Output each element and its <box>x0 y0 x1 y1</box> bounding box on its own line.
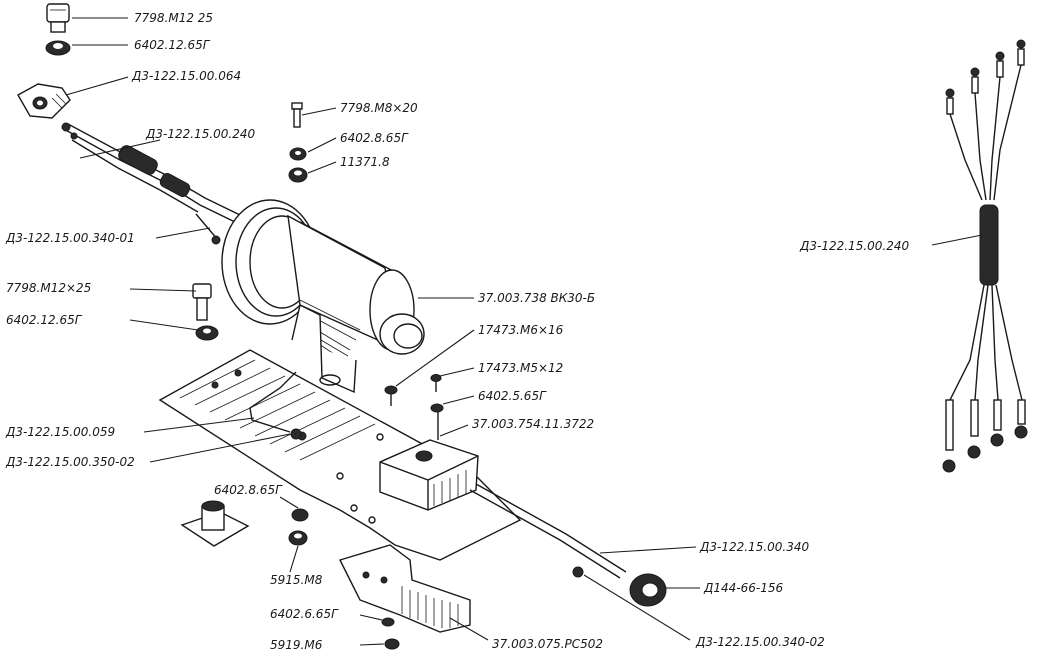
label-nut-11371-8: 11371.8 <box>340 155 390 169</box>
label-regulator-rc502: 37.003.075.РС502 <box>492 637 603 651</box>
wire-340-drawing <box>469 483 627 579</box>
mounting-sleeve <box>180 500 250 547</box>
label-rectifier: 37.003.738 ВК30-Б <box>478 291 595 305</box>
grommet-d144 <box>629 573 667 607</box>
label-washer-6-65: 6402.6.65Г <box>270 607 339 621</box>
label-bolt-m8x20: 7798.M8×20 <box>340 101 418 115</box>
leader-lines <box>65 17 983 646</box>
label-wire-340: Д3-122.15.00.340 <box>699 540 809 554</box>
washer-6-65 <box>381 617 395 627</box>
nut-5919-m6 <box>384 638 400 650</box>
label-bracket-059: Д3-122.15.00.059 <box>5 425 115 439</box>
label-washer-8-65: 6402.8.65Г <box>340 131 409 145</box>
label-harness-240-right: Д3-122.15.00.240 <box>799 239 909 253</box>
label-nut-5915-m8: 5915.M8 <box>270 573 323 587</box>
label-harness-240-left: Д3-122.15.00.240 <box>145 127 255 141</box>
clamp-064 <box>17 83 71 119</box>
label-harness-340-01: Д3-122.15.00.340-01 <box>5 231 135 245</box>
harness-240-right-drawing <box>942 39 1028 473</box>
bolt-m12-top <box>46 3 70 33</box>
washer-5-65 <box>430 403 444 413</box>
label-clamp-064: Д3-122.15.00.064 <box>131 69 241 83</box>
label-screw-m5x12: 17473.M5×12 <box>478 361 563 375</box>
nut-11371-8 <box>288 167 308 183</box>
washer-12-mid <box>195 325 219 341</box>
label-screw-m6x16: 17473.M6×16 <box>478 323 564 337</box>
washer-8-65 <box>289 147 307 161</box>
washer-12-top <box>45 40 71 56</box>
label-washer-12-top: 6402.12.65Г <box>134 38 211 52</box>
regulator-rc502 <box>339 544 471 633</box>
screw-m6x16 <box>384 385 398 406</box>
screw-m5x12 <box>430 374 442 392</box>
label-washer-12-mid: 6402.12.65Г <box>6 313 83 327</box>
harness-240-left-drawing <box>61 122 241 245</box>
bolt-m12x25 <box>192 283 212 321</box>
label-wire-340-02: Д3-122.15.00.340-02 <box>695 635 825 649</box>
part-labels: 7798.M12 25 6402.12.65Г Д3-122.15.00.064… <box>5 11 909 652</box>
nut-5915-m8 <box>288 530 308 546</box>
label-washer-8-bottom: 6402.8.65Г <box>214 483 283 497</box>
label-bolt-m12x25: 7798.M12×25 <box>6 281 91 295</box>
label-washer-5-65: 6402.5.65Г <box>478 389 547 403</box>
label-nut-5919-m6: 5919.M6 <box>270 638 323 652</box>
resistor-block <box>379 410 479 511</box>
bolt-m8x20 <box>291 102 303 128</box>
label-grommet-d144: Д144-66-156 <box>703 581 783 595</box>
label-resistor-3722: 37.003.754.11.3722 <box>472 417 594 431</box>
generator-body <box>221 199 425 394</box>
label-bolt-m12-25: 7798.M12 25 <box>134 11 213 25</box>
washer-8-bottom <box>291 508 309 522</box>
label-wire-350-02: Д3-122.15.00.350-02 <box>5 455 135 469</box>
bracket-059-drawing <box>249 371 302 440</box>
